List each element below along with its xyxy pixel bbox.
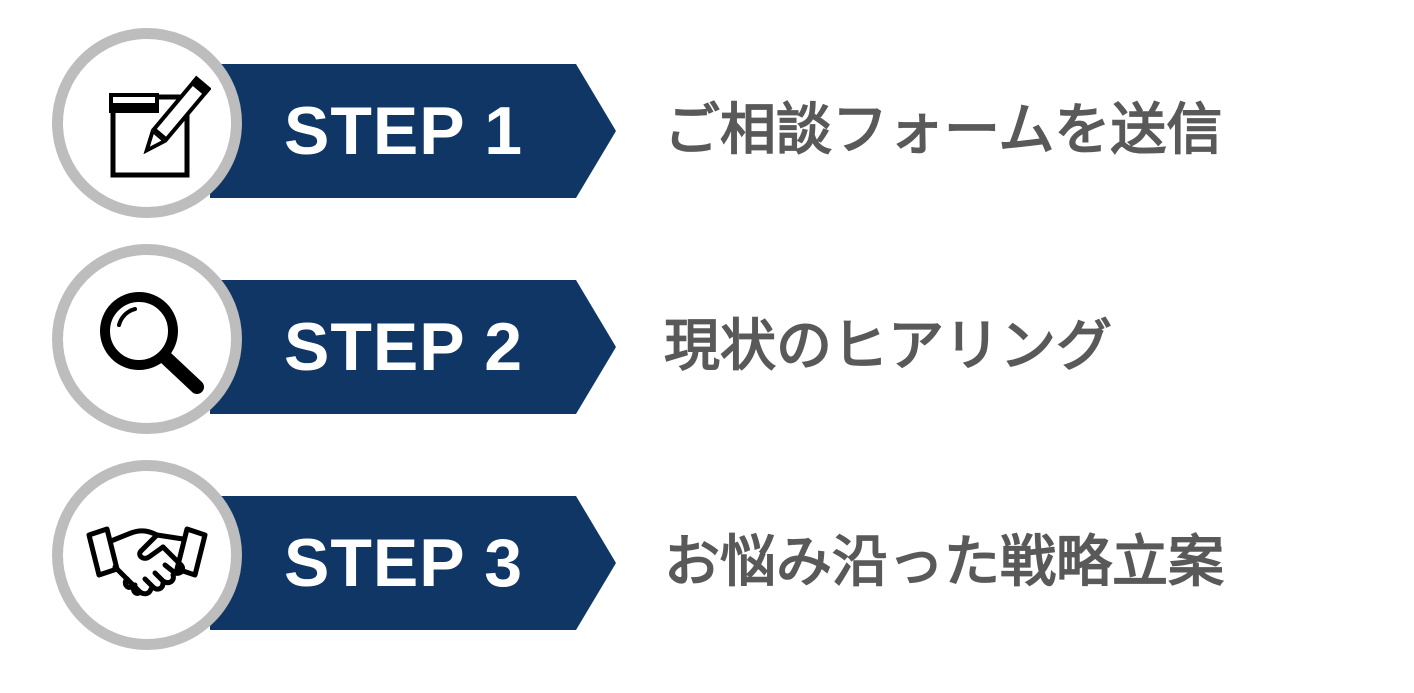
magnifier-icon [100, 292, 204, 394]
step-3-banner [210, 496, 616, 630]
step-3-icon-circle [52, 460, 242, 650]
form-pencil-icon [109, 75, 211, 178]
step-1-label: STEP 1 [284, 93, 524, 169]
step-2-icon-circle [52, 244, 242, 434]
step-2: STEP 2 現状のヒアリング [0, 240, 1414, 460]
step-1-description: ご相談フォームを送信 [664, 98, 1223, 163]
step-3: STEP 3 [0, 456, 1414, 676]
step-1-icon-circle [52, 28, 242, 218]
step-2-description: 現状のヒアリング [664, 314, 1112, 379]
step-2-label: STEP 2 [284, 309, 524, 385]
step-3-label: STEP 3 [284, 525, 524, 601]
step-2-banner [210, 280, 616, 414]
step-1-banner [210, 64, 616, 198]
step-3-description: お悩み沿った戦略立案 [664, 530, 1224, 595]
step-1: STEP 1 ご相談フォームを送信 [0, 24, 1414, 244]
handshake-icon [86, 526, 208, 597]
